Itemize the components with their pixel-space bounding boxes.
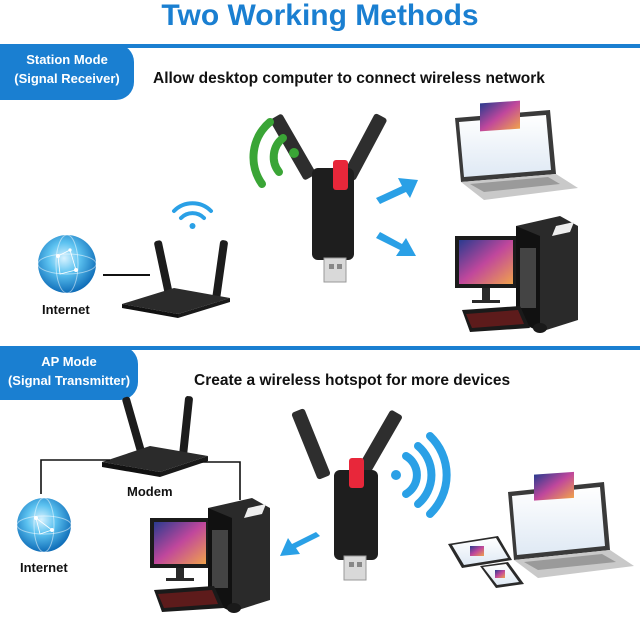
desktop-pc-icon xyxy=(455,216,578,333)
station-mode-label: Station Mode xyxy=(26,52,108,67)
arrow-icon xyxy=(376,232,416,256)
globe-icon xyxy=(16,497,72,553)
ap-description: Create a wireless hotspot for more devic… xyxy=(194,372,511,389)
wifi-signal-icon xyxy=(391,432,451,518)
ap-divider xyxy=(0,346,640,350)
router-icon xyxy=(122,240,230,318)
tablet-icon xyxy=(448,536,512,568)
usb-wifi-adapter-icon xyxy=(291,408,402,581)
modem-label: Modem xyxy=(127,484,173,499)
laptop-icon xyxy=(508,471,634,578)
station-mode-tab: Station Mode (Signal Receiver) xyxy=(0,44,134,100)
arrow-icon xyxy=(376,178,418,204)
globe-icon xyxy=(37,234,97,294)
wifi-signal-icon xyxy=(172,201,213,229)
laptop-icon xyxy=(455,100,578,200)
ap-mode-tab: AP Mode (Signal Transmitter) xyxy=(0,346,138,400)
station-mode-role: (Signal Receiver) xyxy=(14,71,120,86)
ap-mode-role: (Signal Transmitter) xyxy=(7,373,131,388)
ap-internet-label: Internet xyxy=(20,560,68,575)
desktop-pc-icon xyxy=(150,498,270,613)
router-icon xyxy=(102,396,208,477)
page-title: Two Working Methods xyxy=(161,0,479,32)
network-cables xyxy=(40,459,241,500)
station-description: Allow desktop computer to connect wirele… xyxy=(153,70,545,87)
arrow-icon xyxy=(280,532,320,556)
station-internet-label: Internet xyxy=(42,302,90,317)
station-divider xyxy=(0,44,640,48)
usb-wifi-adapter-icon xyxy=(270,113,387,283)
ap-mode-label: AP Mode xyxy=(41,354,97,369)
wifi-signal-icon xyxy=(249,118,299,188)
phone-icon xyxy=(480,562,524,588)
